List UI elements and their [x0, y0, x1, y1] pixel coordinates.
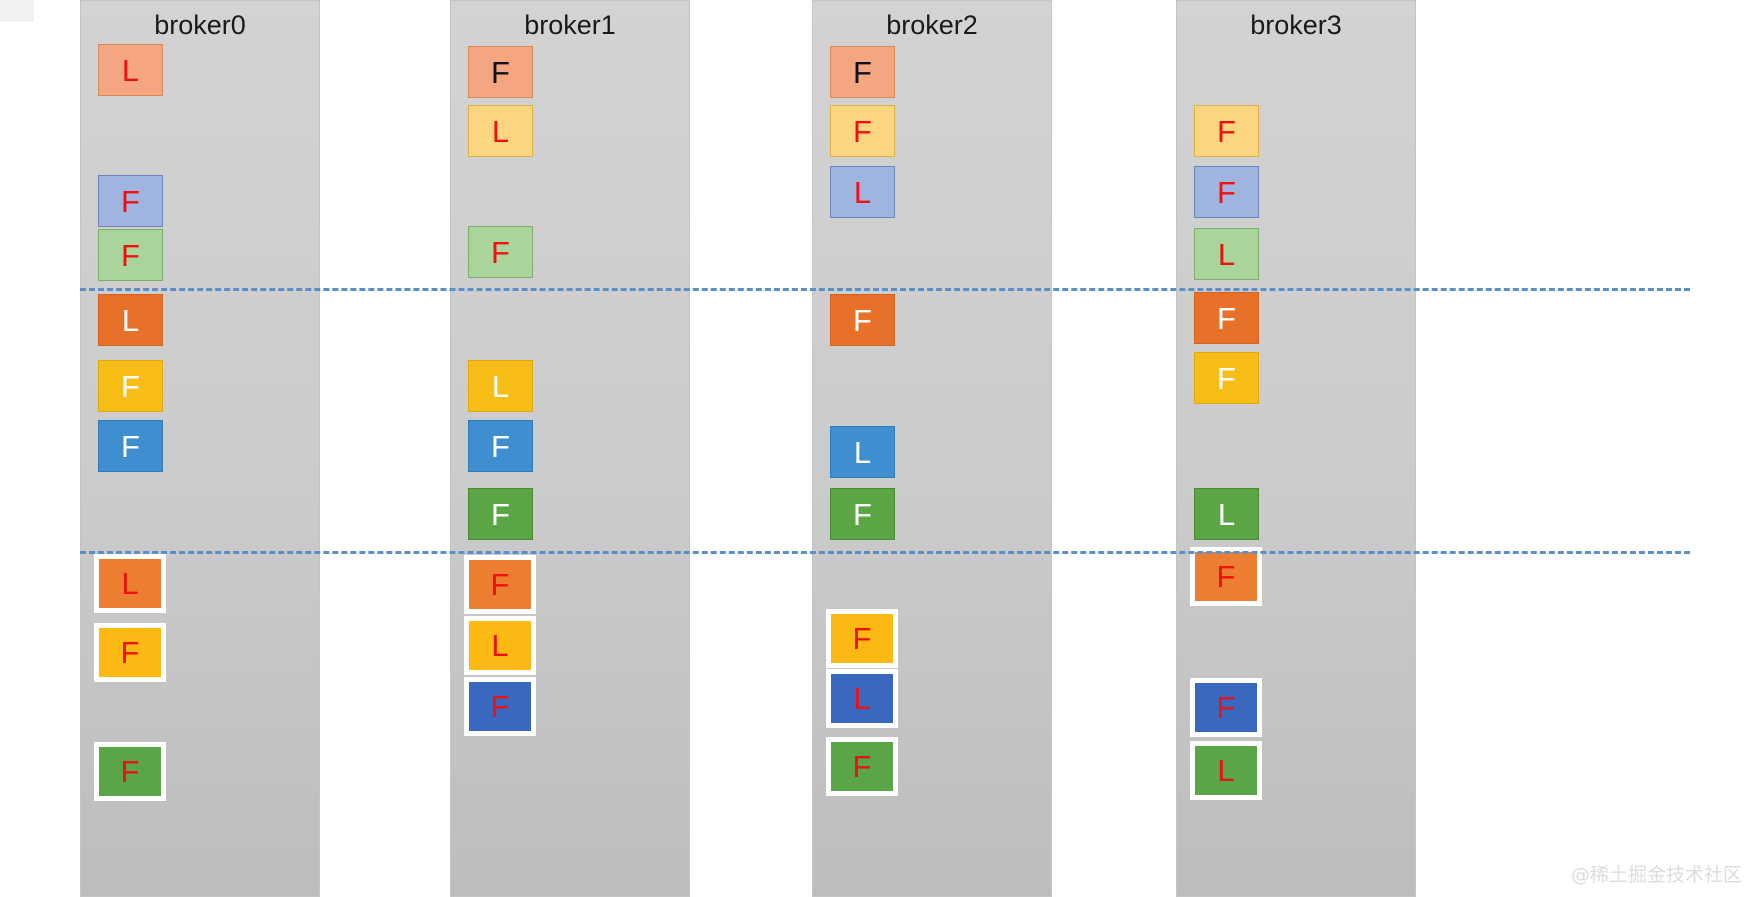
- replica-box-broker3-8-l[interactable]: L: [1190, 741, 1262, 800]
- replica-box-broker0-0-l[interactable]: L: [98, 44, 163, 96]
- replica-box-broker1-7-l[interactable]: L: [464, 616, 536, 675]
- replica-box-broker1-1-l[interactable]: L: [468, 105, 533, 157]
- replica-box-broker3-2-l[interactable]: L: [1194, 228, 1259, 280]
- replica-box-broker3-4-f[interactable]: F: [1194, 352, 1259, 404]
- broker-title-broker1: broker1: [524, 10, 616, 40]
- divider-bottom: [80, 551, 1690, 554]
- replica-box-broker0-6-l[interactable]: L: [94, 554, 166, 613]
- replica-box-broker3-0-f[interactable]: F: [1194, 105, 1259, 157]
- replica-box-broker0-7-f[interactable]: F: [94, 623, 166, 682]
- replica-box-broker0-5-f[interactable]: F: [98, 420, 163, 472]
- replica-box-broker0-4-f[interactable]: F: [98, 360, 163, 412]
- watermark: @稀土掘金技术社区: [1570, 864, 1742, 886]
- corner-artifact: [0, 0, 34, 22]
- replica-box-broker2-6-f[interactable]: F: [826, 609, 898, 668]
- replica-box-broker1-3-l[interactable]: L: [468, 360, 533, 412]
- divider-top: [80, 288, 1690, 291]
- replica-box-broker3-7-f[interactable]: F: [1190, 678, 1262, 737]
- replica-box-broker2-8-f[interactable]: F: [826, 737, 898, 796]
- replica-box-broker2-1-f[interactable]: F: [830, 105, 895, 157]
- replica-box-broker0-3-l[interactable]: L: [98, 294, 163, 346]
- replica-box-broker2-3-f[interactable]: F: [830, 294, 895, 346]
- replica-box-broker0-1-f[interactable]: F: [98, 175, 163, 227]
- replica-box-broker2-7-l[interactable]: L: [826, 669, 898, 728]
- replica-box-broker1-2-f[interactable]: F: [468, 226, 533, 278]
- replica-box-broker1-8-f[interactable]: F: [464, 677, 536, 736]
- replica-box-broker0-8-f[interactable]: F: [94, 742, 166, 801]
- replica-box-broker2-4-l[interactable]: L: [830, 426, 895, 478]
- replica-box-broker1-4-f[interactable]: F: [468, 420, 533, 472]
- replica-box-broker1-0-f[interactable]: F: [468, 46, 533, 98]
- replica-box-broker2-0-f[interactable]: F: [830, 46, 895, 98]
- replica-box-broker0-2-f[interactable]: F: [98, 229, 163, 281]
- replica-box-broker2-2-l[interactable]: L: [830, 166, 895, 218]
- replica-box-broker3-5-l[interactable]: L: [1194, 488, 1259, 540]
- replica-box-broker3-6-f[interactable]: F: [1190, 547, 1262, 606]
- replica-box-broker1-6-f[interactable]: F: [464, 555, 536, 614]
- replica-box-broker2-5-f[interactable]: F: [830, 488, 895, 540]
- replica-box-broker3-3-f[interactable]: F: [1194, 292, 1259, 344]
- broker-title-broker2: broker2: [886, 10, 978, 40]
- replica-box-broker3-1-f[interactable]: F: [1194, 166, 1259, 218]
- broker-title-broker0: broker0: [154, 10, 246, 40]
- broker-title-broker3: broker3: [1250, 10, 1342, 40]
- replica-box-broker1-5-f[interactable]: F: [468, 488, 533, 540]
